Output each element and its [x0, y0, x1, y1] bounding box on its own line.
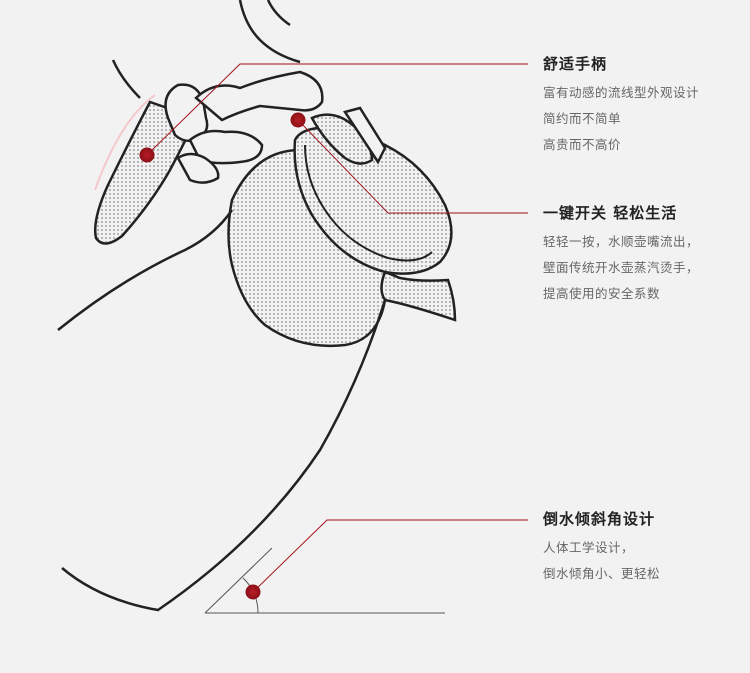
leader-line-handle — [146, 63, 528, 156]
feature-title: 一键开关 轻松生活 — [543, 204, 678, 222]
ring-finger — [176, 152, 220, 184]
leader-line-switch — [297, 119, 528, 214]
angle-tilt-line — [204, 547, 273, 614]
feature-desc-line: 倒水倾角小、更轻松 — [543, 566, 661, 581]
feature-desc-line: 人体工学设计， — [543, 540, 635, 555]
feature-one-key-switch: 一键开关 轻松生活 轻轻一按，水顺壶嘴流出， 壁面传统开水壶蒸汽烫手， 提高使用… — [543, 202, 699, 307]
wrist-line-top — [238, 0, 301, 64]
lid-button — [310, 113, 374, 165]
motion-arc — [94, 94, 156, 191]
stand-lower — [61, 299, 387, 612]
marker-handle — [139, 147, 155, 163]
feature-desc-line: 提高使用的安全系数 — [543, 286, 661, 301]
feature-pour-angle: 倒水倾斜角设计 人体工学设计， 倒水倾角小、更轻松 — [543, 508, 660, 587]
leader-line-angle — [252, 519, 528, 593]
feature-desc-line: 壁面传统开水壶蒸汽烫手， — [543, 260, 700, 275]
stand-upper — [57, 209, 234, 331]
arm-line — [111, 59, 141, 99]
marker-angle — [245, 584, 261, 600]
middle-finger — [188, 129, 264, 165]
feature-handle: 舒适手柄 富有动感的流线型外观设计 简约而不简单 高贵而不高价 — [543, 53, 699, 158]
wrist-line-inner — [266, 0, 291, 27]
feature-desc-line: 高贵而不高价 — [543, 137, 622, 152]
lid-switch — [343, 106, 387, 165]
feature-description: 富有动感的流线型外观设计 简约而不简单 高贵而不高价 — [543, 80, 699, 158]
marker-switch — [290, 112, 306, 128]
feature-desc-line: 简约而不简单 — [543, 111, 622, 126]
feature-title: 舒适手柄 — [543, 55, 608, 73]
kettle-handle — [94, 100, 198, 245]
feature-desc-line: 轻轻一按，水顺壶嘴流出， — [543, 234, 700, 249]
feature-description: 轻轻一按，水顺壶嘴流出， 壁面传统开水壶蒸汽烫手， 提高使用的安全系数 — [543, 229, 699, 307]
feature-description: 人体工学设计， 倒水倾角小、更轻松 — [543, 535, 660, 587]
index-finger — [194, 70, 324, 122]
feature-title: 倒水倾斜角设计 — [543, 510, 656, 528]
kettle-spout — [380, 270, 457, 322]
lid-rim — [304, 144, 433, 262]
feature-desc-line: 富有动感的流线型外观设计 — [543, 85, 700, 100]
